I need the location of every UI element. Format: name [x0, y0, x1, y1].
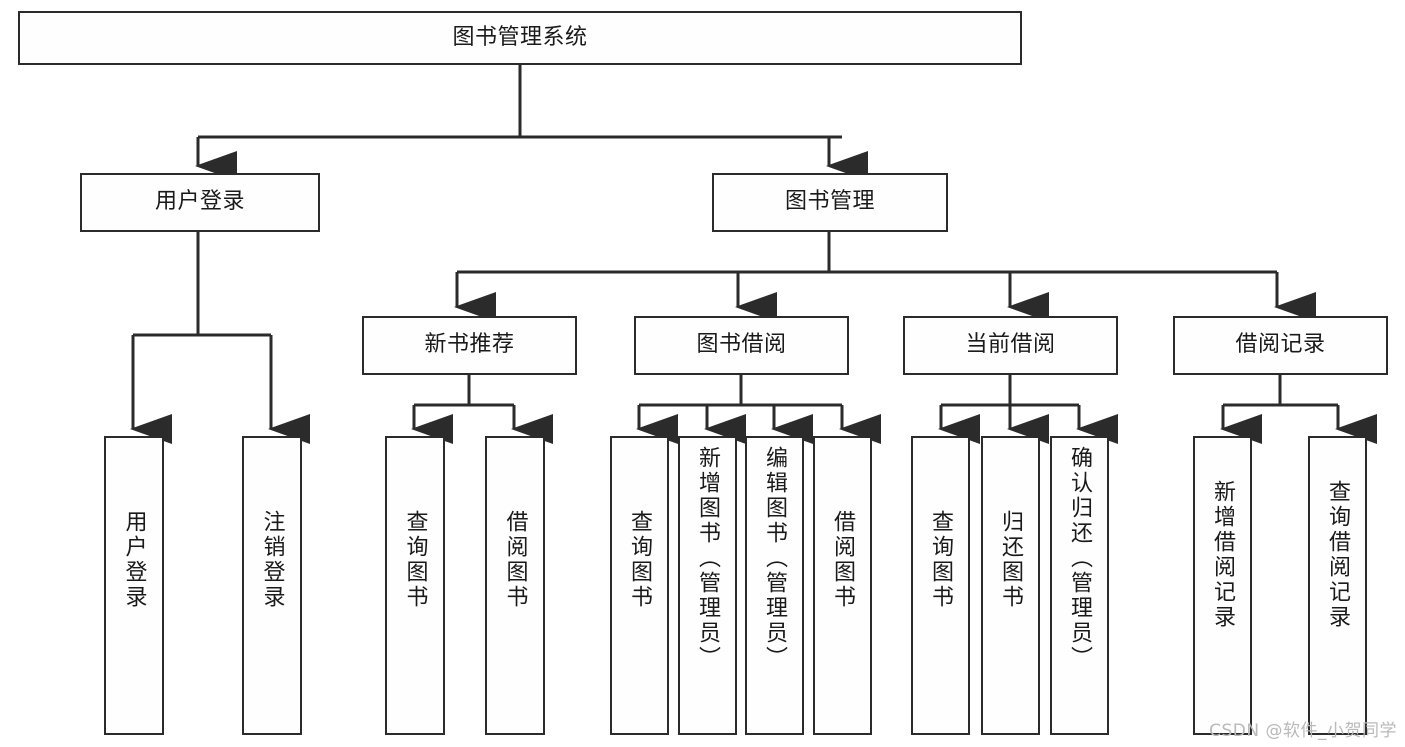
- node-label: 当前借阅: [965, 332, 1056, 358]
- node-leaf-confirm-return-admin[interactable]: 确认归还（管理员）: [1050, 436, 1109, 735]
- node-label: 查询图书: [928, 510, 954, 610]
- node-leaf-user-login[interactable]: 用户登录: [104, 436, 164, 735]
- node-label: 注销登录: [259, 510, 285, 610]
- node-label: 图书借阅: [696, 332, 787, 358]
- node-label: 查询图书: [627, 510, 653, 610]
- node-label: 新增借阅记录: [1210, 480, 1236, 630]
- node-leaf-query-book-borrow[interactable]: 查询图书: [610, 436, 669, 735]
- node-leaf-query-book-recommend[interactable]: 查询图书: [385, 436, 445, 735]
- node-label: 用户登录: [154, 189, 245, 215]
- node-label: 借阅图书: [830, 510, 856, 610]
- node-label: 确认归还（管理员）: [1067, 446, 1093, 671]
- node-label: 图书管理: [784, 189, 875, 215]
- node-label: 借阅记录: [1235, 332, 1326, 358]
- node-leaf-edit-book-admin[interactable]: 编辑图书（管理员）: [745, 436, 804, 735]
- node-label: 查询借阅记录: [1325, 480, 1351, 630]
- node-leaf-add-borrow-record[interactable]: 新增借阅记录: [1193, 436, 1252, 735]
- node-current-borrow[interactable]: 当前借阅: [903, 316, 1118, 375]
- node-label: 用户登录: [121, 510, 147, 610]
- csdn-watermark: CSDN @软件_小贺同学: [1209, 721, 1397, 741]
- node-label: 归还图书: [998, 510, 1024, 610]
- node-new-book-recommend[interactable]: 新书推荐: [362, 316, 577, 375]
- node-leaf-return-book[interactable]: 归还图书: [981, 436, 1040, 735]
- node-leaf-logout[interactable]: 注销登录: [242, 436, 302, 735]
- node-borrow-record[interactable]: 借阅记录: [1173, 316, 1388, 375]
- node-label: 图书管理系统: [452, 24, 588, 50]
- node-label: 查询图书: [402, 510, 428, 610]
- node-book-borrow[interactable]: 图书借阅: [634, 316, 849, 375]
- node-user-login[interactable]: 用户登录: [80, 173, 320, 232]
- node-leaf-borrow-book-recommend[interactable]: 借阅图书: [485, 436, 545, 735]
- node-label: 编辑图书（管理员）: [762, 446, 788, 671]
- node-leaf-add-book-admin[interactable]: 新增图书（管理员）: [678, 436, 737, 735]
- node-leaf-query-book-current[interactable]: 查询图书: [911, 436, 970, 735]
- node-leaf-borrow-book-borrow[interactable]: 借阅图书: [813, 436, 872, 735]
- node-label: 新增图书（管理员）: [695, 446, 721, 671]
- node-label: 借阅图书: [502, 510, 528, 610]
- node-label: 新书推荐: [424, 332, 515, 358]
- node-root-book-management-system[interactable]: 图书管理系统: [18, 11, 1022, 65]
- node-book-management[interactable]: 图书管理: [712, 173, 948, 232]
- node-leaf-query-borrow-record[interactable]: 查询借阅记录: [1308, 436, 1367, 735]
